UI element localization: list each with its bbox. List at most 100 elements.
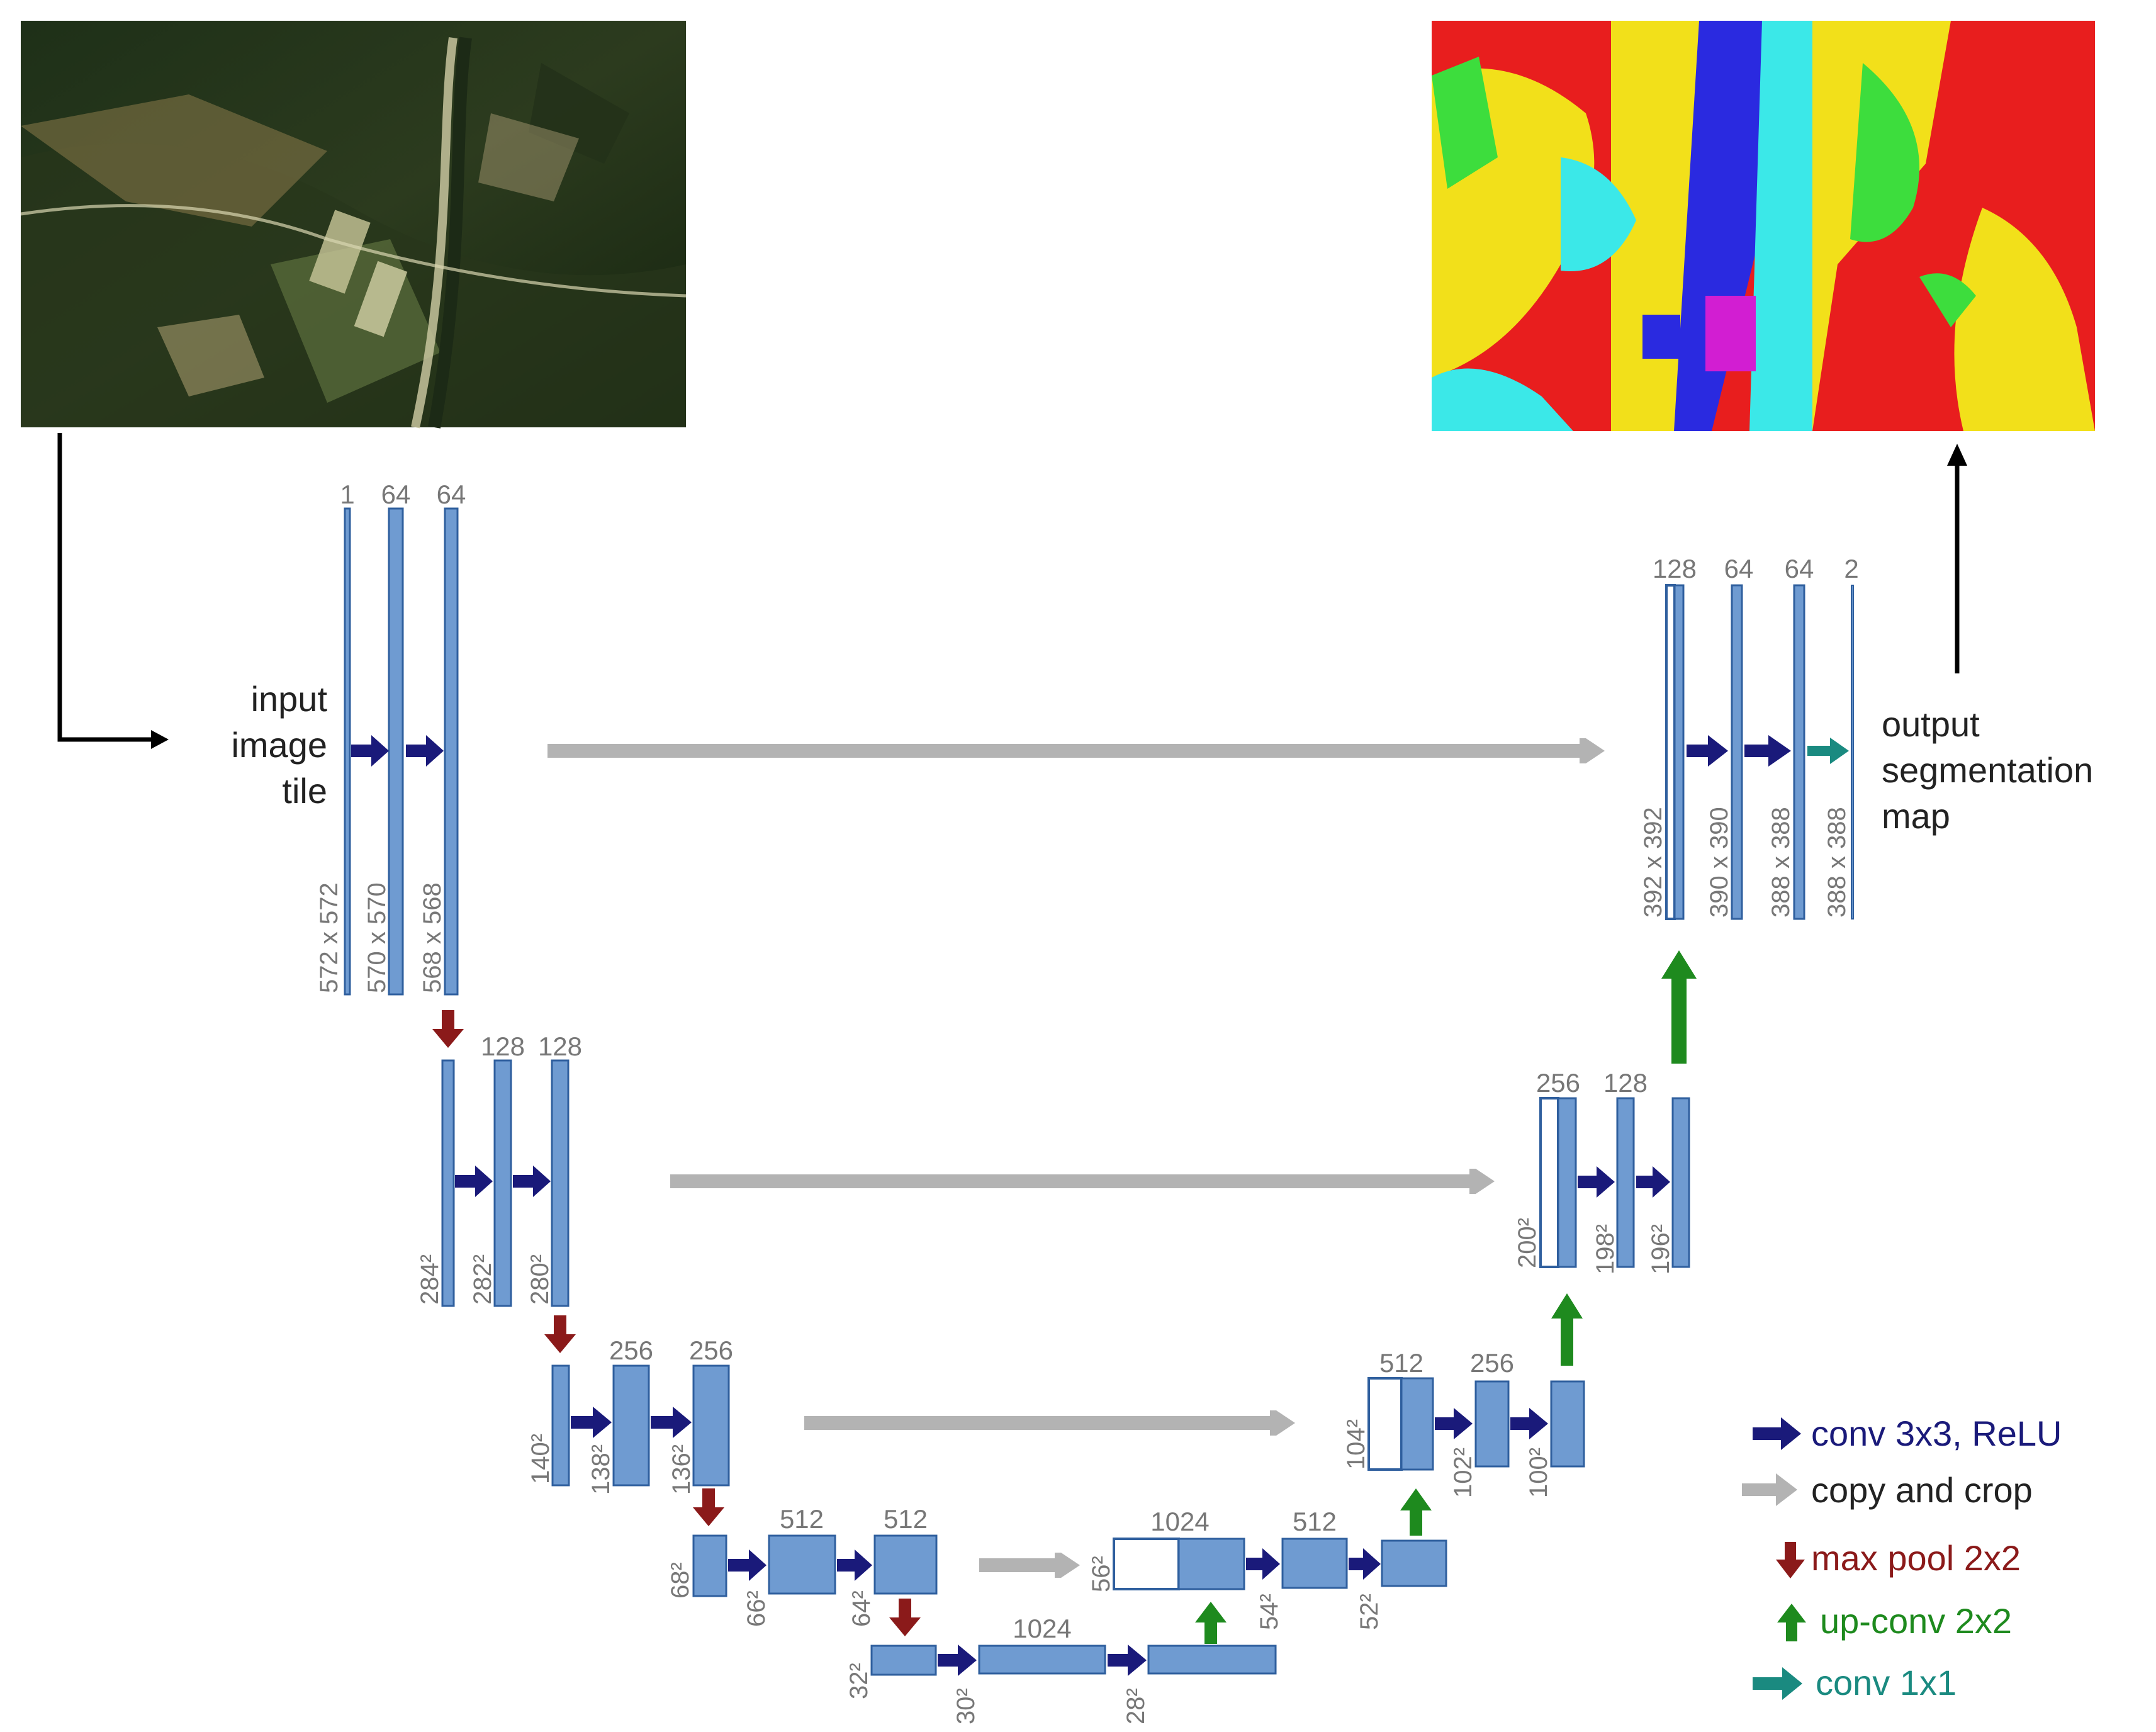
ch-d1-c1: 64 <box>1724 554 1754 583</box>
ch-d2-cat: 256 <box>1536 1068 1580 1098</box>
upconv-arrow <box>1400 1488 1432 1536</box>
conv-arrows <box>351 735 1791 1676</box>
size-e1-in: 572 x 572 <box>315 882 343 993</box>
conv-arrow <box>1349 1548 1381 1580</box>
size-b-c1: 30² <box>952 1688 980 1724</box>
block-e1-c2 <box>444 507 459 996</box>
block-b-c2 <box>1147 1645 1277 1675</box>
ch-e2-c1: 128 <box>481 1032 525 1061</box>
upconv-arrow <box>1661 950 1697 1064</box>
block-e4-in <box>692 1534 727 1597</box>
size-b-c2: 28² <box>1122 1688 1150 1724</box>
block-d4-c2 <box>1381 1539 1447 1587</box>
block-e4-c1 <box>768 1534 836 1595</box>
ch-d1-cat: 128 <box>1653 554 1697 583</box>
ch-e3-c2: 256 <box>689 1336 733 1365</box>
ch-e4-c1: 512 <box>780 1504 824 1534</box>
size-e3-c1: 138² <box>587 1444 615 1495</box>
block-d1-out <box>1851 585 1854 919</box>
block-e2-in <box>441 1059 455 1307</box>
ch-e3-c1: 256 <box>609 1336 653 1365</box>
size-b-in: 32² <box>845 1663 873 1699</box>
block-e3-c2 <box>692 1364 730 1487</box>
conv-arrow <box>1246 1548 1280 1580</box>
conv-arrow <box>1108 1645 1147 1676</box>
size-e2-c2: 280² <box>526 1254 554 1305</box>
size-d1-c2: 388 x 388 <box>1767 807 1795 918</box>
legend: conv 3x3, ReLU copy and crop max pool 2x… <box>1742 1414 2062 1702</box>
input-label-line3: tile <box>282 771 327 811</box>
copy-crop-arrows <box>547 738 1605 1578</box>
block-d4-copy <box>1113 1538 1180 1590</box>
encoder-level-3 <box>551 1364 730 1487</box>
size-d4-c1: 54² <box>1255 1594 1283 1630</box>
conv-arrow <box>406 735 444 767</box>
block-d3-up <box>1400 1377 1434 1471</box>
copy-arrow-level3 <box>804 1410 1295 1436</box>
size-e2-in: 284² <box>416 1254 444 1305</box>
copy-arrow-level4 <box>979 1553 1080 1578</box>
block-d2-copy <box>1539 1097 1559 1268</box>
conv-arrow <box>1510 1408 1548 1439</box>
ch-e4-c2: 512 <box>884 1504 928 1534</box>
upconv-arrow <box>1551 1293 1583 1366</box>
size-d2-cat: 200² <box>1513 1218 1541 1268</box>
block-d2-c2 <box>1671 1097 1690 1268</box>
size-d3-cat: 104² <box>1342 1419 1370 1470</box>
input-aerial-image <box>20 21 687 429</box>
size-d3-c1: 102² <box>1449 1448 1477 1498</box>
block-b-c1 <box>978 1645 1106 1675</box>
decoder-level-4 <box>1113 1538 1447 1590</box>
output-pointer-arrow <box>1947 444 1967 673</box>
ch-b-c1: 1024 <box>1013 1614 1071 1643</box>
bottleneck <box>870 1645 1277 1676</box>
ch-d3-cat: 512 <box>1379 1348 1423 1378</box>
input-pointer-arrow <box>57 433 169 749</box>
block-e3-in <box>551 1364 570 1487</box>
block-d4-c1 <box>1281 1538 1348 1589</box>
block-e3-c1 <box>612 1364 650 1487</box>
legend-pool-icon <box>1776 1542 1805 1578</box>
ch-d1-out: 2 <box>1844 554 1858 583</box>
block-d2-up <box>1557 1097 1577 1268</box>
block-d4-up <box>1177 1538 1245 1590</box>
legend-conv1x1-label: conv 1x1 <box>1816 1663 1957 1702</box>
block-d3-c1 <box>1474 1380 1510 1468</box>
decoder-level-3 <box>1367 1377 1585 1471</box>
output-label-line1: output <box>1882 704 1980 744</box>
ch-d4-cat: 1024 <box>1150 1507 1209 1536</box>
size-e3-c2: 136² <box>668 1444 695 1495</box>
size-d1-cat: 392 x 392 <box>1639 807 1667 918</box>
block-e1-in <box>344 507 351 996</box>
conv-arrow <box>1636 1166 1670 1198</box>
conv-arrow <box>1578 1166 1615 1198</box>
encoder-level-1 <box>344 507 459 996</box>
pool-arrow <box>544 1315 576 1353</box>
conv-arrow <box>1744 735 1791 767</box>
block-d1-up <box>1673 584 1685 920</box>
legend-copy-label: copy and crop <box>1811 1470 2033 1510</box>
block-d3-c2 <box>1550 1380 1585 1468</box>
conv-arrow <box>1435 1408 1473 1439</box>
legend-copy: copy and crop <box>1742 1470 2033 1510</box>
conv-arrow <box>455 1166 493 1197</box>
size-e1-c1: 570 x 570 <box>363 882 391 993</box>
ch-e2-c2: 128 <box>538 1032 582 1061</box>
legend-upconv-icon <box>1777 1604 1806 1641</box>
size-d4-cat: 56² <box>1087 1556 1115 1592</box>
conv-arrow <box>938 1645 977 1676</box>
size-e4-c2: 64² <box>848 1590 875 1627</box>
copy-arrow-level1 <box>547 738 1605 763</box>
legend-upconv: up-conv 2x2 <box>1777 1601 2012 1641</box>
decoder-level-1 <box>1665 584 1854 920</box>
size-d1-out: 388 x 388 <box>1823 807 1851 918</box>
block-e4-c2 <box>873 1534 938 1595</box>
block-d3-copy <box>1367 1377 1403 1471</box>
size-e4-in: 68² <box>666 1562 694 1599</box>
upconv-arrows <box>1195 950 1697 1644</box>
pool-arrow <box>432 1010 464 1048</box>
upconv-arrow <box>1195 1602 1227 1644</box>
copy-arrow-level2 <box>670 1169 1495 1194</box>
conv-arrow <box>513 1166 551 1197</box>
